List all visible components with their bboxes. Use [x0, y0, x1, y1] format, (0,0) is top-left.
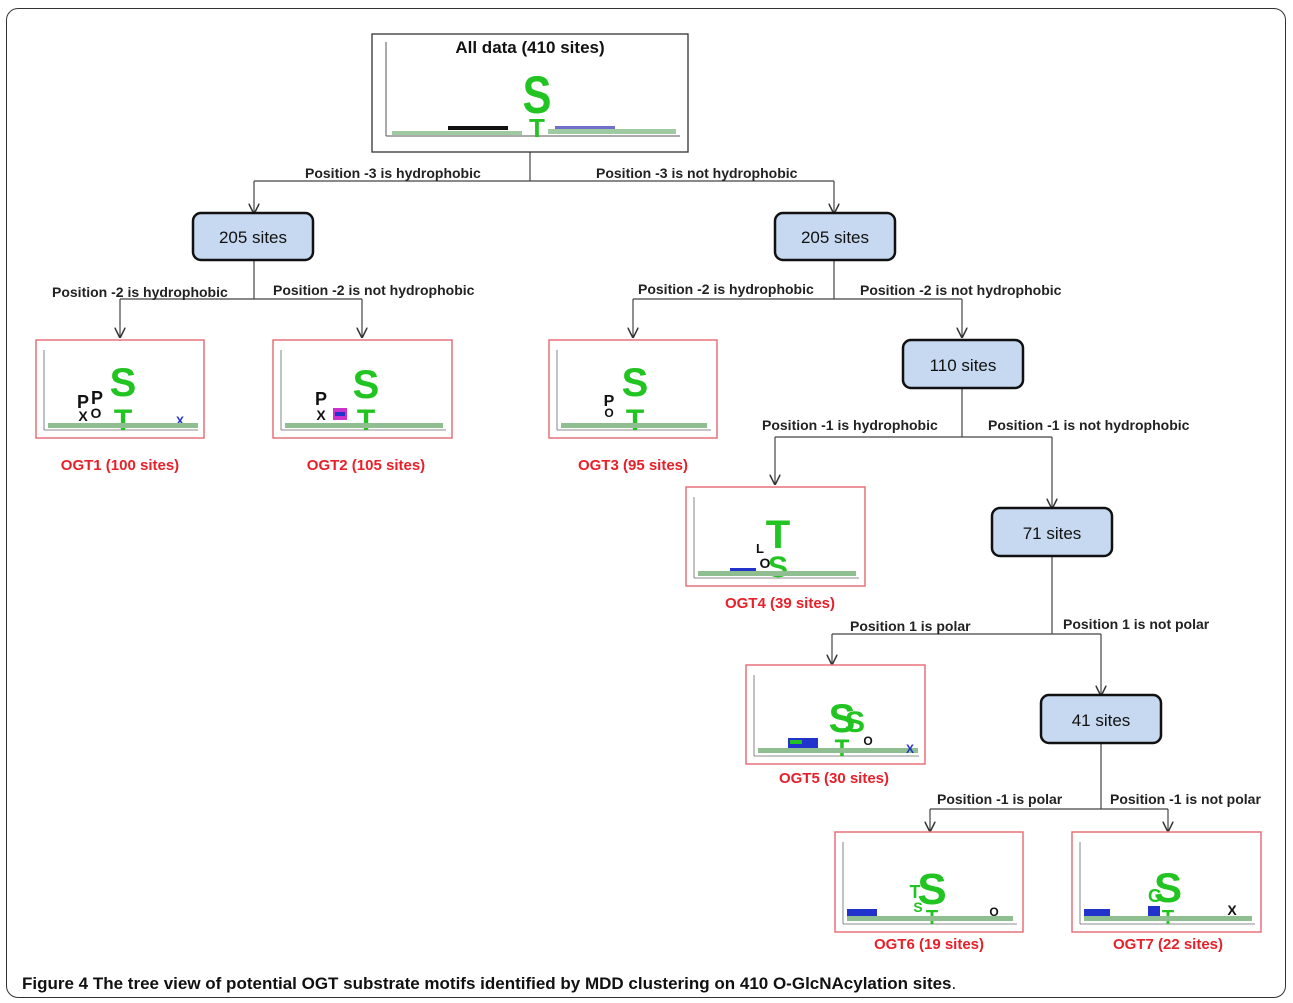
letter-x: X	[316, 407, 326, 423]
letter-s: S	[829, 697, 856, 741]
edge-label: Position -3 is not hydrophobic	[596, 165, 798, 181]
letter-p: P	[77, 392, 89, 412]
letter-l: L	[756, 541, 764, 556]
node-205-right: 205 sites	[773, 211, 897, 262]
edge-label: Position -3 is hydrophobic	[305, 165, 481, 181]
letter-s: S	[845, 706, 865, 739]
connector-root	[254, 152, 834, 182]
letter-t: T	[626, 404, 644, 437]
node-label: 205 sites	[801, 228, 869, 247]
letter-x: X	[1227, 902, 1237, 918]
connector-110	[775, 388, 1052, 438]
letter-t: T	[529, 113, 545, 143]
ogt4-caption: OGT4 (39 sites)	[725, 595, 835, 612]
node-205-left: 205 sites	[191, 211, 315, 262]
ogt6-logo: S T S T O	[834, 831, 1024, 933]
ogt3-caption: OGT3 (95 sites)	[578, 457, 688, 474]
node-label: 205 sites	[219, 228, 287, 247]
ogt7-logo: S G T X	[1071, 831, 1262, 933]
figure-label: Figure 4	[22, 974, 89, 993]
connector-205a	[120, 260, 362, 300]
letter-s: S	[110, 361, 137, 405]
node-label: 110 sites	[930, 356, 997, 375]
letter-s: S	[1154, 864, 1182, 911]
letter-t: T	[114, 404, 132, 437]
ogt1-logo: S T P P X O X	[35, 339, 205, 439]
letter-s: S	[622, 361, 649, 405]
edge-label: Position 1 is polar	[850, 618, 971, 634]
edge-label: Position -2 is not hydrophobic	[273, 282, 475, 298]
letter-s: S	[913, 899, 922, 915]
figure-caption-end: .	[951, 974, 957, 993]
letter-p: P	[91, 388, 103, 408]
ogt7-caption: OGT7 (22 sites)	[1113, 936, 1223, 953]
letter-s: S	[353, 363, 380, 407]
ogt4-logo: T S L O	[685, 486, 866, 587]
letter-p: P	[315, 389, 327, 409]
letter-p: P	[604, 393, 615, 410]
node-label: 71 sites	[1023, 524, 1082, 543]
edge-label: Position -1 is not polar	[1110, 791, 1261, 807]
letter-x: X	[906, 742, 914, 756]
letter-g: G	[1148, 886, 1162, 906]
node-71: 71 sites	[990, 506, 1114, 558]
edge-label: Position -2 is hydrophobic	[638, 281, 814, 297]
letter-x: X	[78, 408, 88, 424]
letter-s: S	[523, 66, 552, 125]
figure-frame	[6, 8, 1286, 998]
letter-t: T	[357, 404, 375, 437]
edge-label: Position -1 is polar	[937, 791, 1063, 807]
edge-label: Position -2 is hydrophobic	[52, 284, 228, 300]
edge-label: Position -1 is not hydrophobic	[988, 417, 1190, 433]
ogt2-caption: OGT2 (105 sites)	[307, 457, 425, 474]
ogt5-caption: OGT5 (30 sites)	[779, 770, 889, 787]
ogt5-logo: S S T O X	[745, 664, 926, 765]
ogt3-logo: S T P O	[548, 339, 718, 439]
connector-205b	[633, 260, 962, 300]
letter-o: O	[760, 555, 771, 571]
node-110: 110 sites	[901, 338, 1025, 390]
letter-o: O	[91, 405, 102, 421]
letter-s: S	[768, 551, 788, 584]
edge-label: Position -1 is hydrophobic	[762, 417, 938, 433]
ogt2-logo: S T P X	[272, 339, 453, 439]
ogt1-caption: OGT1 (100 sites)	[61, 457, 179, 474]
letter-o: O	[989, 905, 998, 919]
ogt6-caption: OGT6 (19 sites)	[874, 936, 984, 953]
letter-s: S	[917, 865, 946, 914]
node-label: 41 sites	[1072, 711, 1131, 730]
connector-71	[832, 556, 1101, 635]
root-title: All data (410 sites)	[455, 38, 604, 57]
figure-caption: Figure 4 The tree view of potential OGT …	[22, 974, 956, 994]
logo-glyphs: S T	[392, 66, 676, 143]
root-logo: All data (410 sites) S T	[371, 33, 689, 153]
letter-o: O	[863, 734, 872, 748]
connectors	[120, 152, 1168, 831]
letter-t: T	[910, 882, 921, 902]
edge-label: Position 1 is not polar	[1063, 616, 1210, 632]
figure-caption-text: The tree view of potential OGT substrate…	[92, 974, 952, 993]
letter-o: O	[604, 406, 613, 420]
node-41: 41 sites	[1039, 693, 1163, 745]
connector-41	[930, 743, 1168, 810]
edge-label: Position -2 is not hydrophobic	[860, 282, 1062, 298]
letter-t: T	[766, 513, 790, 557]
letter-x: X	[176, 414, 184, 428]
